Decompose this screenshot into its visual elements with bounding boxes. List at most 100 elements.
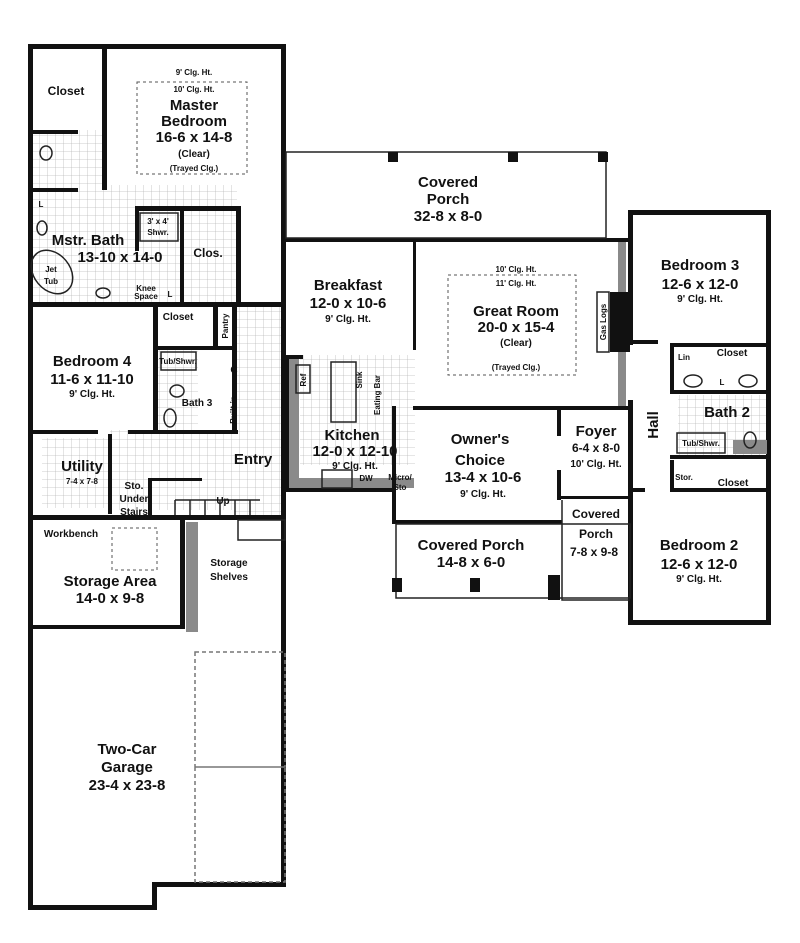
closet-label: Closet: [163, 312, 194, 323]
closet-c-label: C: [230, 365, 237, 376]
room-great-room: 10' Clg. Ht. 11' Clg. Ht. Great Room 20-…: [473, 265, 608, 372]
room-bedroom-2: Bedroom 2 12-6 x 12-0 9' Clg. Ht.: [660, 537, 738, 585]
stairs-up-label: Up: [216, 496, 229, 507]
sto-under-stairs-label: Sto.: [125, 481, 144, 492]
room-dims: 12-6 x 12-0: [661, 556, 738, 573]
tub-label: Jet: [45, 265, 57, 274]
room-dims: 6-4 x 8-0: [572, 441, 620, 455]
ceiling-height: 9' Clg. Ht.: [676, 574, 722, 585]
room-name: Bedroom 3: [661, 257, 739, 274]
ceiling-height: 9' Clg. Ht.: [325, 314, 371, 325]
room-covered-porch-rear: Covered Porch 32-8 x 8-0: [414, 174, 482, 225]
linen-label: L: [39, 200, 44, 209]
room-entry: Entry Sto. Under Stairs Up: [120, 451, 273, 518]
room-dims: 14-0 x 9-8: [76, 590, 144, 607]
room-covered-porch-front: Covered Porch 14-8 x 6-0: [418, 537, 525, 571]
room-name: Breakfast: [314, 277, 382, 294]
room-name: Garage: [101, 759, 153, 776]
closet-label: Clos.: [193, 246, 222, 260]
room-kitchen: Kitchen 12-0 x 12-10 9' Clg. Ht. Ref Sin…: [299, 371, 413, 492]
sto-under-stairs-label: Under: [120, 494, 149, 505]
room-breakfast: Breakfast 12-0 x 10-6 9' Clg. Ht.: [310, 277, 387, 325]
room-owners-choice: Owner's Choice 13-4 x 10-6 9' Clg. Ht.: [445, 431, 522, 500]
room-dims: 7-8 x 9-8: [570, 545, 618, 559]
room-dims: 7-4 x 7-8: [66, 477, 99, 486]
room-garage: Two-Car Garage 23-4 x 23-8: [89, 741, 166, 794]
room-dims: 32-8 x 8-0: [414, 208, 482, 225]
ceiling-height: 9' Clg. Ht.: [332, 461, 378, 472]
room-master-bedroom: 9' Clg. Ht. 10' Clg. Ht. Master Bedroom …: [156, 68, 233, 173]
storage-shelves-label: Shelves: [210, 572, 248, 583]
closet-label: Closet: [48, 84, 85, 98]
room-dims: 12-6 x 12-0: [662, 276, 739, 293]
eating-bar-label: Eating Bar: [373, 375, 382, 415]
storage-label: Stor.: [675, 473, 693, 482]
ceiling-height: 9' Clg. Ht.: [69, 389, 115, 400]
room-utility: Utility 7-4 x 7-8: [61, 458, 103, 486]
room-name: Porch: [427, 191, 470, 208]
room-name: Mstr. Bath: [52, 232, 125, 249]
room-name: Bath 3: [182, 398, 213, 409]
room-bedroom-4: Bedroom 4 11-6 x 11-10 9' Clg. Ht.: [50, 353, 133, 400]
room-dims: 13-4 x 10-6: [445, 469, 522, 486]
room-name: Bedroom: [161, 113, 227, 130]
microwave-label: Sto: [394, 483, 407, 492]
workbench-label: Workbench: [44, 529, 98, 540]
ceiling-height: 10' Clg. Ht.: [173, 85, 214, 94]
room-name: Master: [170, 97, 219, 114]
room-name: Bath 2: [704, 404, 750, 421]
microwave-label: Micro/: [388, 473, 412, 482]
ceiling-height: 9' Clg. Ht.: [460, 489, 506, 500]
ceiling-height: 9' Clg. Ht.: [176, 68, 213, 77]
walls: [28, 44, 771, 910]
room-note: (Clear): [178, 149, 210, 160]
porch-outlines: [194, 151, 631, 883]
room-name: Storage Area: [64, 573, 157, 590]
room-bedroom-3: Bedroom 3 12-6 x 12-0 9' Clg. Ht.: [661, 257, 739, 305]
room-name: Choice: [455, 452, 505, 469]
room-name: Entry: [234, 451, 273, 468]
tiled-floors: [32, 130, 768, 520]
room-name: Covered: [572, 507, 620, 521]
room-dims: 12-0 x 10-6: [310, 295, 387, 312]
room-foyer: Foyer 6-4 x 8-0 10' Clg. Ht.: [570, 423, 621, 470]
room-name: Utility: [61, 458, 103, 475]
linen-label: L: [720, 378, 725, 387]
shower-label: 3' x 4': [147, 217, 169, 226]
room-name: Great Room: [473, 303, 559, 320]
room-dims: 16-6 x 14-8: [156, 129, 233, 146]
ceiling-height: 10' Clg. Ht.: [570, 459, 621, 470]
closet-label: Closet: [718, 478, 749, 489]
ref-label: Ref: [299, 373, 308, 386]
room-name: Porch: [579, 527, 613, 541]
room-storage-area: Storage Area 14-0 x 9-8: [64, 573, 157, 607]
room-name: Hall: [645, 411, 662, 439]
ceiling-height: 11' Clg. Ht.: [496, 279, 537, 288]
room-name: Two-Car: [98, 741, 157, 758]
jet-tub: [30, 249, 74, 295]
linen-label: Lin: [678, 353, 690, 362]
knee-space-label: Space: [134, 292, 158, 301]
room-bath-2: Bath 2 Tub/Shwr. L: [682, 378, 750, 448]
ceiling-height: 10' Clg. Ht.: [495, 265, 536, 274]
tub-label: Tub/Shwr.: [682, 439, 720, 448]
room-dims: 20-0 x 15-4: [478, 319, 555, 336]
room-dims: 12-0 x 12-10: [312, 443, 397, 460]
sto-under-stairs-label: Stairs: [120, 507, 148, 518]
shower-label: Shwr.: [147, 228, 168, 237]
room-hall: Hall Lin Closet Closet Stor.: [645, 348, 749, 489]
room-note: (Clear): [500, 338, 532, 349]
closet-label: Closet: [717, 348, 748, 359]
room-covered-porch-small: Covered Porch 7-8 x 9-8: [570, 507, 620, 559]
room-name: Foyer: [576, 423, 617, 440]
room-name: Kitchen: [324, 427, 379, 444]
room-name: Bedroom 2: [660, 537, 738, 554]
room-master-bath: Mstr. Bath 13-10 x 14-0 Jet Tub 3' x 4' …: [39, 200, 173, 301]
room-note: (Trayed Clg.): [492, 363, 541, 372]
room-bath-3: Tub/Shwr. Bath 3 C Built-in: [159, 357, 238, 424]
room-name: Bedroom 4: [53, 353, 132, 370]
gas-logs-label: Gas Logs: [599, 303, 608, 340]
ceiling-height: 9' Clg. Ht.: [677, 294, 723, 305]
knee-space-label: Knee: [136, 284, 156, 293]
